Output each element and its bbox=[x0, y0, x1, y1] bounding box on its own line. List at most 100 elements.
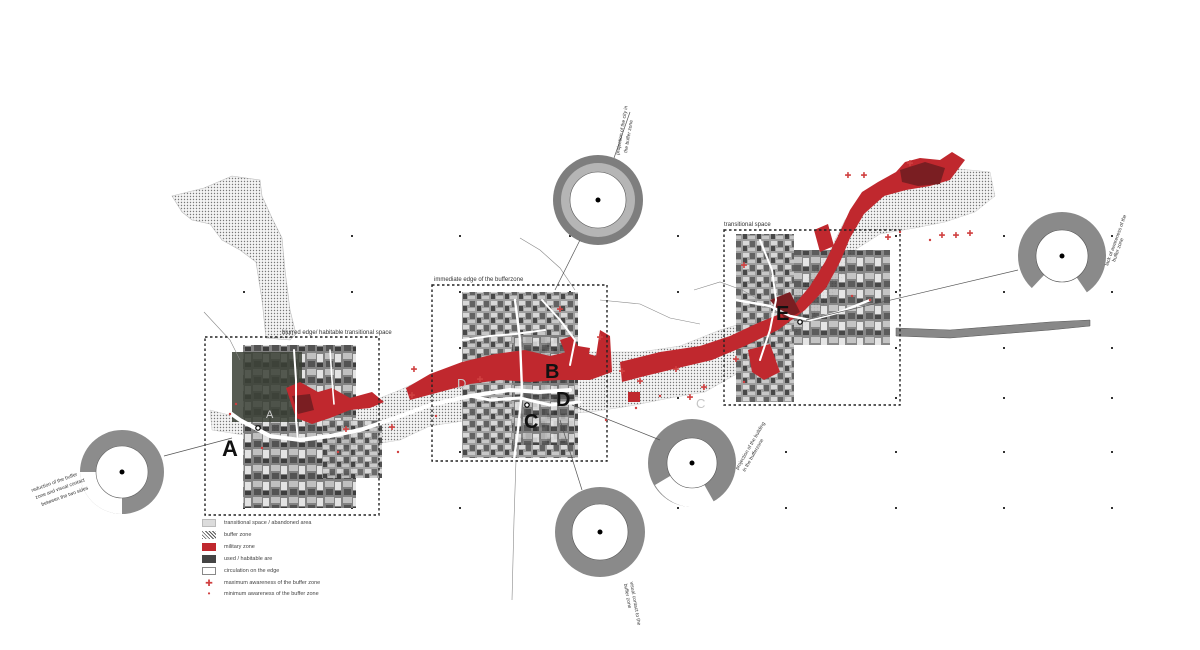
grid-mark bbox=[895, 291, 897, 293]
plus-icon: ✚ bbox=[637, 377, 644, 386]
plus-icon: ✚ bbox=[389, 423, 396, 432]
plus-icon: ✚ bbox=[741, 261, 748, 270]
legend-swatch-buffer bbox=[202, 531, 216, 539]
grid-mark bbox=[677, 507, 679, 509]
legend-label: maximum awareness of the buffer zone bbox=[224, 580, 321, 586]
panorama-a bbox=[80, 430, 233, 514]
grid-mark bbox=[895, 347, 897, 349]
legend-swatch-military bbox=[202, 543, 216, 551]
legend-label: military zone bbox=[224, 544, 255, 550]
dot-icon bbox=[868, 298, 872, 302]
road-strip-right bbox=[895, 319, 1091, 339]
dot-icon bbox=[260, 446, 264, 450]
caption-top-2: the buffer zone bbox=[623, 119, 635, 153]
dot-icon bbox=[336, 450, 340, 454]
panorama-d bbox=[571, 404, 736, 508]
dot-icon bbox=[634, 406, 638, 410]
dot-icon bbox=[396, 450, 400, 454]
grid-mark bbox=[1003, 235, 1005, 237]
transitional-area-left bbox=[171, 175, 297, 341]
dot-icon bbox=[228, 412, 232, 416]
grid-mark bbox=[895, 507, 897, 509]
legend-item-min-awareness: • minimum awareness of the buffer zone bbox=[202, 589, 319, 599]
plus-icon: ✚ bbox=[557, 305, 564, 314]
grid-mark bbox=[1111, 291, 1113, 293]
plus-icon: ✚ bbox=[733, 355, 740, 364]
viewpoint-markers bbox=[255, 319, 803, 431]
grid-mark bbox=[677, 235, 679, 237]
plus-icon: ✚ bbox=[687, 393, 694, 402]
legend-item-buffer: buffer zone bbox=[202, 530, 251, 540]
grid-mark bbox=[895, 235, 897, 237]
grid-mark bbox=[569, 235, 571, 237]
panorama-right bbox=[805, 212, 1106, 321]
dot-icon bbox=[742, 380, 746, 384]
legend-swatch-used bbox=[202, 555, 216, 563]
plus-icon: ✚ bbox=[907, 159, 914, 168]
circulation-network bbox=[210, 239, 872, 602]
grid-mark bbox=[1003, 347, 1005, 349]
dot-icon bbox=[850, 294, 854, 298]
legend-swatch-circulation bbox=[202, 567, 216, 575]
grid-mark bbox=[677, 397, 679, 399]
aerial-block-a2 bbox=[322, 420, 382, 478]
grid-mark bbox=[1003, 397, 1005, 399]
grid-mark bbox=[459, 235, 461, 237]
panorama-bottom bbox=[555, 419, 645, 577]
grid-mark bbox=[1111, 235, 1113, 237]
legend-item-max-awareness: ✚ maximum awareness of the buffer zone bbox=[202, 578, 320, 588]
point-a: A bbox=[222, 436, 238, 461]
label-transitional: transitional space bbox=[724, 222, 771, 228]
legend-label: used / habitable are bbox=[224, 556, 273, 562]
label-blurred-edge: blurred edge/ habitable transitional spa… bbox=[282, 330, 392, 336]
circulation-outline bbox=[203, 237, 761, 601]
grid-mark bbox=[459, 507, 461, 509]
plus-icon: ✚ bbox=[205, 578, 213, 588]
grid-mark bbox=[1003, 291, 1005, 293]
frame-blurred-edge bbox=[204, 336, 380, 516]
legend-label: minimum awareness of the buffer zone bbox=[224, 591, 319, 597]
grid-mark bbox=[243, 291, 245, 293]
grid-mark bbox=[785, 507, 787, 509]
plus-icon: ✚ bbox=[343, 425, 350, 434]
grid-mark bbox=[459, 451, 461, 453]
legend-label: circulation on the edge bbox=[224, 568, 280, 574]
point-c: C bbox=[524, 411, 538, 433]
legend-swatch-transitional bbox=[202, 519, 216, 527]
plus-icon: ✚ bbox=[953, 231, 960, 240]
legend-label: transitional space / abandoned area bbox=[224, 520, 312, 526]
plus-icon: ✚ bbox=[967, 229, 974, 238]
legend-label: buffer zone bbox=[224, 532, 252, 538]
caption-bottom-2: buffer zone bbox=[622, 583, 632, 609]
military-zone-dark bbox=[292, 162, 945, 414]
grid-mark bbox=[351, 291, 353, 293]
plus-icon: ✚ bbox=[885, 233, 892, 242]
grid-mark bbox=[351, 235, 353, 237]
max-awareness-markers: ✚✚✚✚✚✚✚✚✚✚✚✚✚✚✚✚✚✚✚✚✚ bbox=[343, 159, 974, 434]
grid-mark bbox=[1111, 451, 1113, 453]
grid-mark bbox=[895, 397, 897, 399]
panorama-top bbox=[553, 111, 643, 291]
plus-icon: ✚ bbox=[597, 333, 604, 342]
zone-frames bbox=[204, 229, 901, 516]
point-e: E bbox=[776, 303, 789, 325]
plus-icon: ✚ bbox=[845, 171, 852, 180]
faded-letter-d: D bbox=[457, 376, 466, 391]
dot-icon bbox=[434, 414, 438, 418]
grid-mark bbox=[459, 291, 461, 293]
grid-mark bbox=[1003, 451, 1005, 453]
dot-icon bbox=[234, 402, 238, 406]
dot-icon: • bbox=[207, 589, 211, 598]
plus-icon: ✚ bbox=[409, 391, 416, 400]
plus-icon: ✚ bbox=[939, 231, 946, 240]
label-immediate-edge: immediate edge of the bufferzone bbox=[434, 277, 524, 283]
faded-letter-a: A bbox=[266, 409, 274, 421]
legend-item-transitional: transitional space / abandoned area bbox=[202, 518, 311, 528]
grid-mark bbox=[1111, 347, 1113, 349]
legend-item-circulation: circulation on the edge bbox=[202, 566, 279, 576]
plus-icon: ✚ bbox=[861, 171, 868, 180]
dot-icon bbox=[898, 230, 902, 234]
grid-mark bbox=[1111, 397, 1113, 399]
plus-icon: ✚ bbox=[619, 367, 626, 376]
legend-item-used: used / habitable are bbox=[202, 554, 272, 564]
